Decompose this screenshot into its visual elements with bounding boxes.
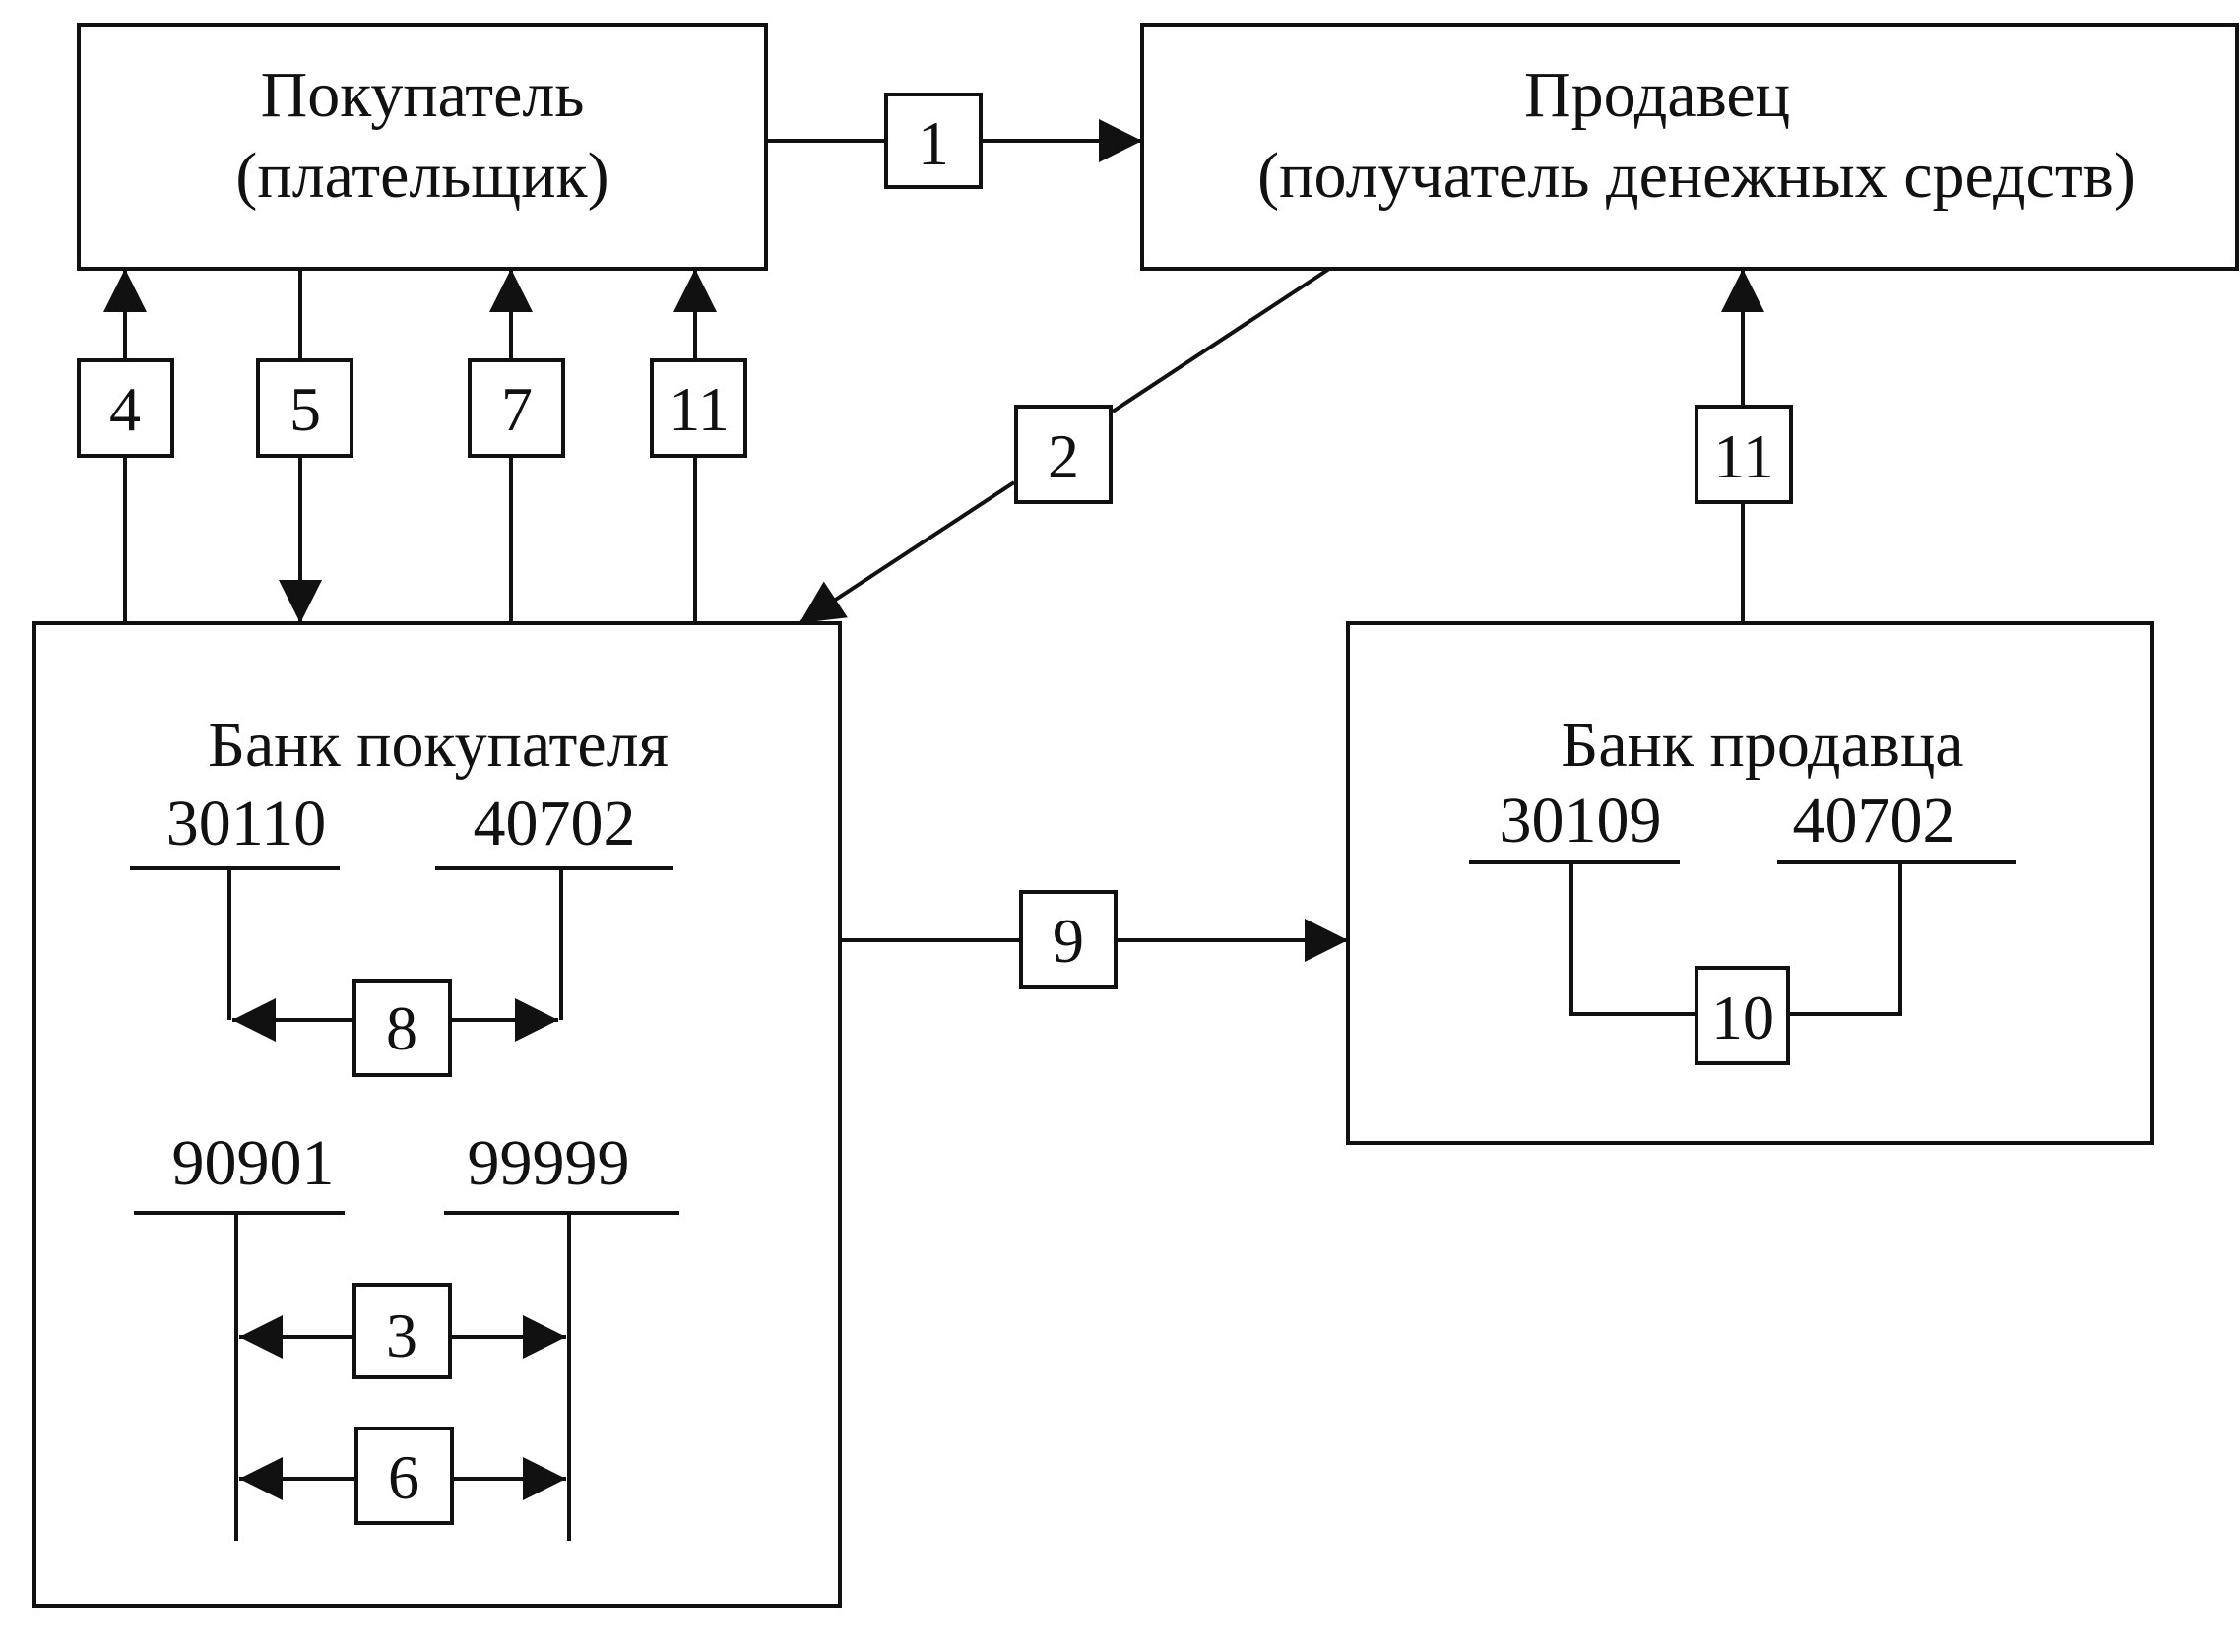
- buyer-box: Покупатель (плательщик): [77, 23, 768, 271]
- step-11-seller-flow: 11: [1695, 269, 1793, 623]
- step-11-buyer-flow: 11: [650, 269, 747, 623]
- step-4-box: [77, 358, 174, 458]
- buyer-title: Покупатель: [261, 59, 585, 131]
- step-2-box: [1014, 405, 1113, 504]
- buyer-bank-title: Банк покупателя: [208, 709, 669, 781]
- step-9-label: 9: [1053, 906, 1084, 976]
- account-40702-buyer: 40702: [474, 788, 636, 859]
- step-2-label: 2: [1048, 421, 1079, 491]
- step-7-flow: 7: [468, 269, 565, 623]
- step-4-flow: 4: [77, 269, 174, 623]
- step-6-box: [354, 1427, 454, 1525]
- step-4-label: 4: [109, 374, 141, 444]
- step-3-label: 3: [386, 1301, 417, 1370]
- account-30110: 30110: [166, 788, 327, 859]
- seller-box: Продавец (получатель денежных средств): [1140, 23, 2239, 271]
- step-10-box: [1695, 966, 1790, 1065]
- step-6-label: 6: [388, 1442, 419, 1512]
- step-7-box: [468, 358, 565, 458]
- step-1-flow: 1: [766, 93, 1142, 189]
- step-8-box: [352, 979, 452, 1077]
- step-3-box: [352, 1283, 452, 1379]
- seller-subtitle: (получатель денежных средств): [1257, 140, 2136, 212]
- step-7-label: 7: [501, 374, 533, 444]
- buyer-bank-box: Банк покупателя 30110 40702 8 90901 9999…: [32, 621, 842, 1608]
- account-30109: 30109: [1500, 785, 1662, 857]
- step-11-buyer-box: [650, 358, 747, 458]
- step-10-label: 10: [1711, 983, 1774, 1052]
- seller-bank-title: Банк продавца: [1561, 709, 1963, 781]
- step-1-label: 1: [918, 108, 949, 178]
- step-1-box: [884, 93, 983, 189]
- step-8-label: 8: [386, 993, 417, 1063]
- seller-bank-box: Банк продавца 30109 40702 10: [1346, 621, 2154, 1145]
- step-11-seller-label: 11: [1713, 421, 1774, 491]
- step-5-flow: 5: [256, 269, 353, 623]
- step-5-box: [256, 358, 353, 458]
- account-40702-seller: 40702: [1793, 785, 1955, 857]
- seller-title: Продавец: [1524, 59, 1790, 131]
- step-9-flow: 9: [840, 890, 1348, 989]
- step-5-label: 5: [289, 374, 321, 444]
- step-11-seller-box: [1695, 405, 1793, 504]
- step-9-box: [1019, 890, 1118, 989]
- buyer-subtitle: (плательщик): [235, 140, 608, 212]
- step-11-buyer-label: 11: [669, 374, 730, 444]
- account-90901: 90901: [172, 1127, 335, 1199]
- step-2-flow: 2: [798, 267, 1331, 625]
- step-2-arrow: [798, 480, 1016, 625]
- account-99999: 99999: [468, 1127, 630, 1199]
